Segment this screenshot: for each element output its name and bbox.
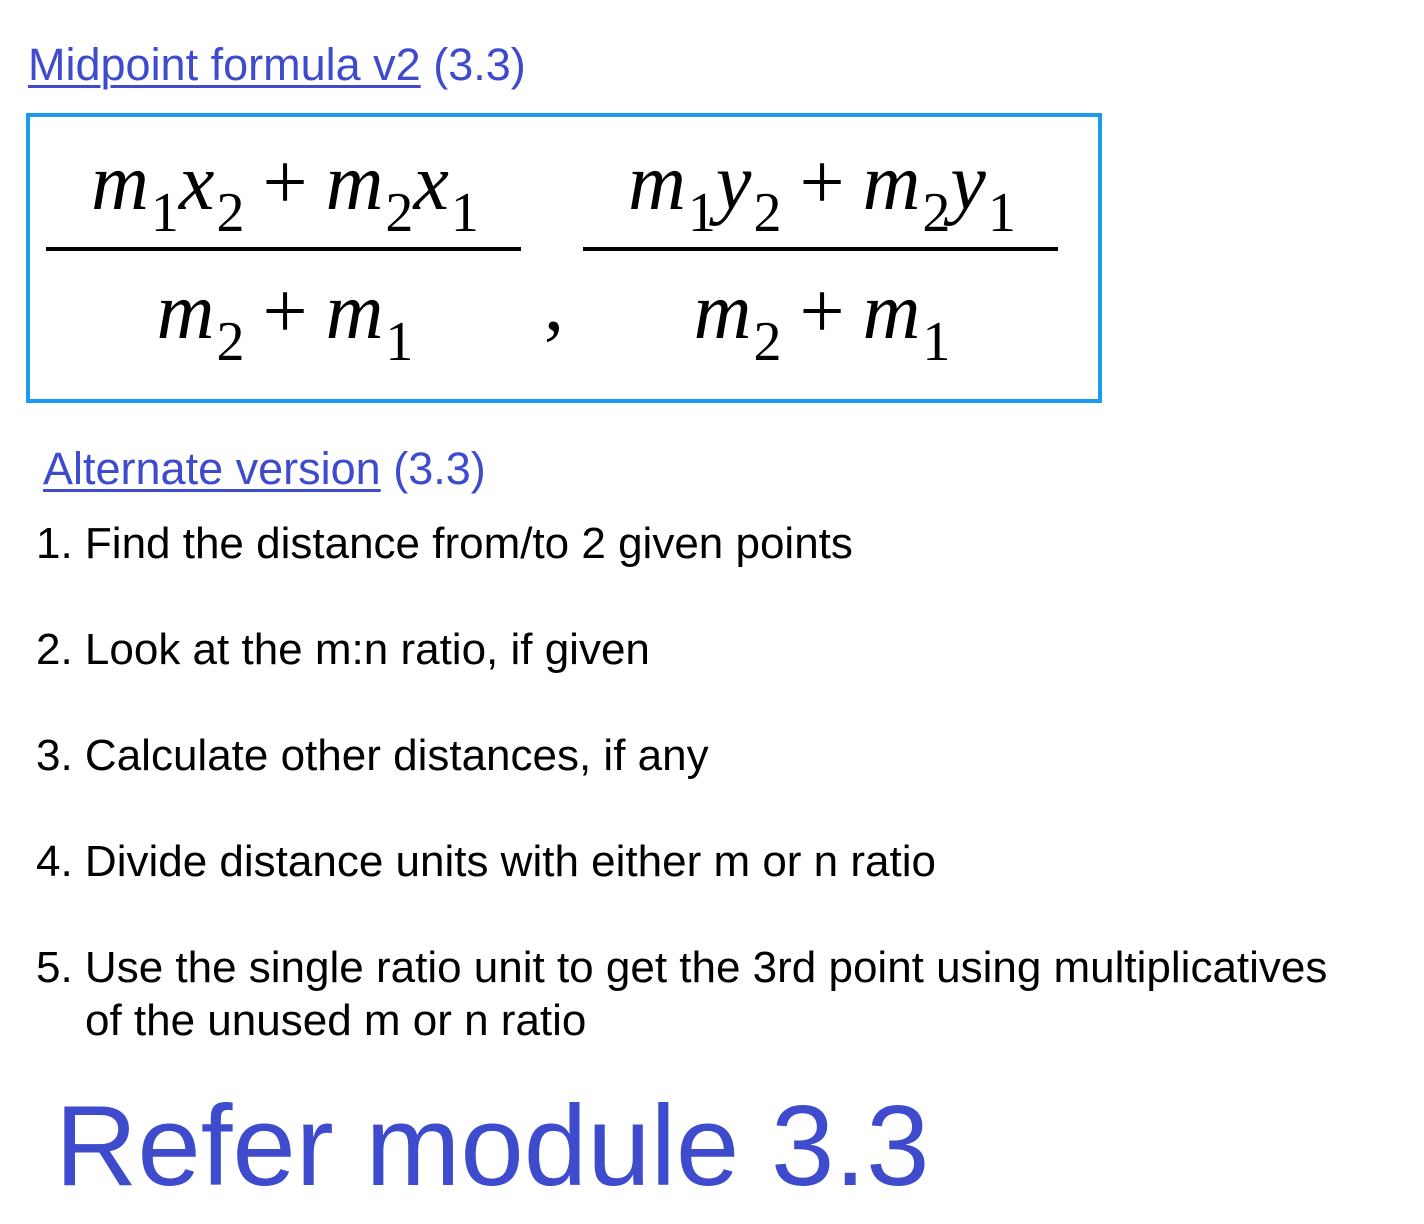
step-2: 2. Look at the m:n ratio, if given — [36, 625, 650, 674]
alternate-version-link[interactable]: Alternate version — [43, 443, 381, 494]
variable: y — [715, 139, 752, 227]
variable: x — [413, 139, 449, 227]
title: Midpoint formula v2 (3.3) — [28, 42, 526, 87]
numerator-x: m1x2+m2x1 — [46, 143, 524, 241]
subscript: 2 — [753, 182, 782, 244]
alternate-section-number: (3.3) — [393, 443, 486, 494]
subscript: 2 — [216, 182, 245, 244]
step-5-continuation: of the unused m or n ratio — [85, 996, 587, 1045]
step-3: 3. Calculate other distances, if any — [36, 731, 709, 780]
variable: m — [156, 268, 215, 356]
numerator-y: m1y2+m2y1 — [583, 143, 1061, 241]
plus-operator: + — [799, 268, 845, 356]
refer-module-note: Refer module 3.3 — [55, 1083, 930, 1210]
variable: m — [862, 139, 921, 227]
variable: m — [325, 268, 384, 356]
subscript: 1 — [450, 182, 479, 244]
formula-box: m1x2+m2x1 m2+m1 , m1y2+m2y1 m2+m1 — [26, 113, 1102, 403]
subscript: 2 — [753, 311, 782, 373]
variable: m — [693, 268, 752, 356]
title-section-number: (3.3) — [433, 39, 526, 90]
fraction-bar — [46, 247, 521, 251]
step-1: 1. Find the distance from/to 2 given poi… — [36, 519, 853, 568]
subscript: 1 — [922, 311, 951, 373]
subscript: 1 — [385, 311, 414, 373]
denominator-y: m2+m1 — [583, 272, 1061, 370]
subscript: 2 — [216, 311, 245, 373]
plus-operator: + — [262, 139, 308, 227]
subscript: 2 — [385, 182, 414, 244]
formula-separator: , — [544, 260, 564, 348]
variable: m — [628, 139, 686, 227]
variable: m — [325, 139, 384, 227]
subscript: 1 — [987, 182, 1016, 244]
subscript: 2 — [922, 182, 951, 244]
step-5: 5. Use the single ratio unit to get the … — [36, 943, 1328, 992]
plus-operator: + — [799, 139, 845, 227]
midpoint-formula-link[interactable]: Midpoint formula v2 — [28, 39, 421, 90]
plus-operator: + — [262, 268, 308, 356]
subscript: 1 — [150, 182, 179, 244]
step-4: 4. Divide distance units with either m o… — [36, 837, 936, 886]
variable: m — [91, 139, 149, 227]
subscript: 1 — [687, 182, 716, 244]
variable: x — [178, 139, 215, 227]
denominator-x: m2+m1 — [46, 272, 524, 370]
variable: m — [862, 268, 921, 356]
alternate-heading: Alternate version (3.3) — [43, 446, 486, 491]
fraction-bar — [583, 247, 1058, 251]
variable: y — [950, 139, 986, 227]
